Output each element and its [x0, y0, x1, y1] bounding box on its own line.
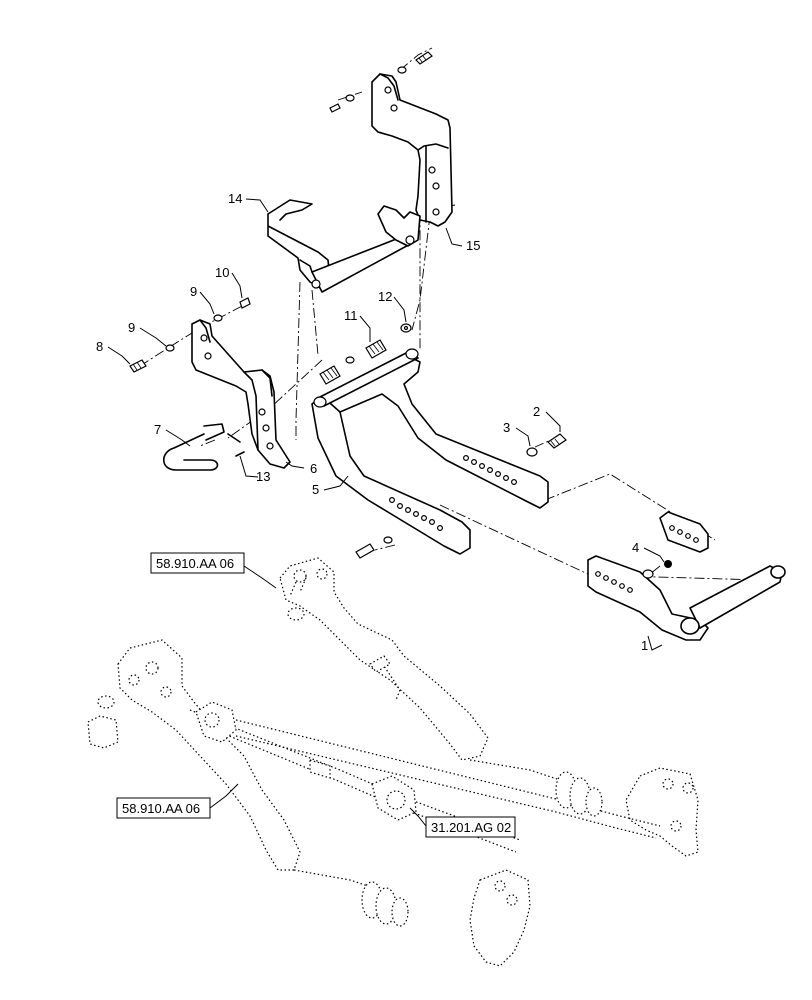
- spring-part-11: [319, 339, 387, 385]
- callout-8: 8: [96, 339, 103, 354]
- linkage-part-1: [587, 511, 786, 641]
- callout-9-lower: 9: [128, 320, 135, 335]
- bracket-part-6: [191, 319, 291, 469]
- callout-leaders: [107, 198, 665, 827]
- reference-box-shaft[interactable]: 31.201.AG 02: [425, 816, 516, 838]
- nut-part-10: [239, 297, 251, 309]
- ghost-bolt-mid: [369, 655, 391, 673]
- reference-label-top: 58.910.AA 06: [156, 556, 234, 571]
- bolt-part-2: [547, 433, 567, 449]
- callout-11: 11: [344, 308, 358, 323]
- callout-7: 7: [154, 422, 161, 437]
- hitch-frame-part-5: [311, 348, 549, 555]
- ghost-lower-frame: [87, 639, 531, 967]
- callout-15: 15: [466, 238, 480, 253]
- callout-3: 3: [503, 420, 510, 435]
- ghost-universal-joint-upper: [195, 701, 237, 743]
- callout-12: 12: [378, 289, 392, 304]
- clip-part-13: [227, 433, 245, 457]
- callout-10: 10: [215, 265, 229, 280]
- reference-label-shaft: 31.201.AG 02: [431, 820, 511, 835]
- callout-14: 14: [228, 191, 242, 206]
- nut-top-left: [329, 94, 355, 113]
- ghost-coupler-right: [555, 771, 603, 817]
- ghost-universal-joint-lower: [371, 775, 417, 821]
- callout-6: 6: [310, 461, 317, 476]
- washer-part-9-upper: [213, 314, 223, 322]
- callout-1: 1: [641, 638, 648, 653]
- bolt-top-right: [397, 51, 433, 74]
- ghost-coupler-lower: [361, 881, 409, 927]
- callout-2: 2: [533, 404, 540, 419]
- callout-4: 4: [632, 540, 639, 555]
- pin-part-7: [162, 423, 225, 471]
- reference-box-left[interactable]: 58.910.AA 06: [116, 797, 211, 819]
- callout-13: 13: [256, 469, 270, 484]
- callout-5: 5: [312, 482, 319, 497]
- reference-box-top[interactable]: 58.910.AA 06: [150, 552, 245, 574]
- callout-labels: 1 2 3 4 5 6 7 8 9 9 10 11 12 13 14 15: [96, 191, 648, 653]
- washer-part-9-lower: [165, 344, 175, 352]
- bracket-part-15: [371, 73, 453, 227]
- bolt-lower-left: [355, 536, 393, 559]
- pin-part-14: [267, 199, 421, 293]
- nut-part-4: [642, 560, 672, 579]
- reference-label-left: 58.910.AA 06: [122, 801, 200, 816]
- washer-part-3: [526, 447, 538, 457]
- callout-9-upper: 9: [190, 284, 197, 299]
- washer-part-12: [400, 323, 412, 333]
- bolt-part-8: [129, 359, 147, 373]
